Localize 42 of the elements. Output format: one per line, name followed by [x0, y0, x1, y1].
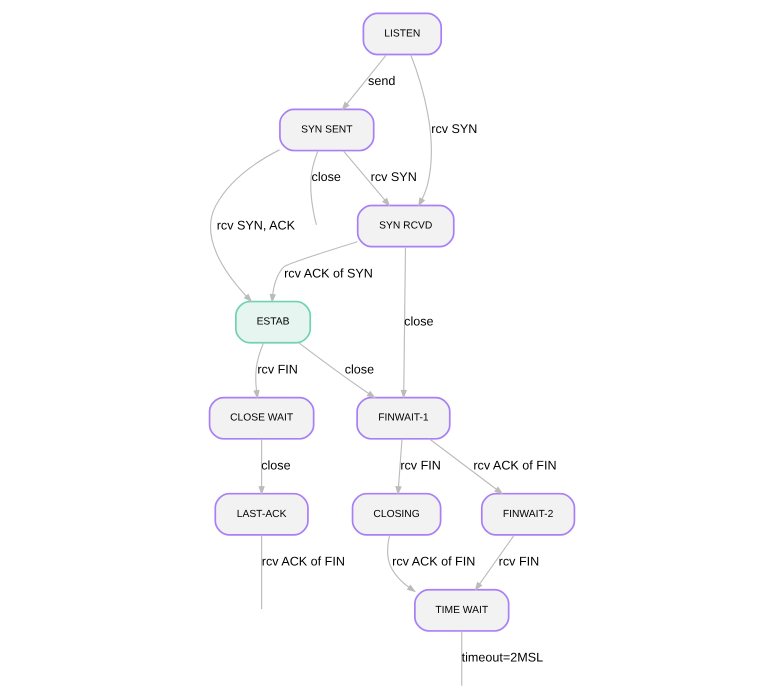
edge-label: rcv SYN, ACK — [216, 218, 296, 232]
arrow — [253, 342, 264, 400]
arrow — [341, 54, 387, 111]
edge-label: rcv SYN — [370, 170, 417, 184]
edge-label: rcv ACK of FIN — [392, 554, 476, 569]
connector — [310, 150, 318, 225]
edge-label: close — [404, 314, 434, 328]
node-box: TIME WAIT — [414, 588, 510, 632]
node-box: FINWAIT-2 — [480, 492, 576, 536]
edge-label: rcv FIN — [498, 554, 540, 569]
arrow — [387, 534, 416, 592]
edge-label: rcv ACK of FIN — [262, 554, 345, 569]
node-box: LISTEN — [362, 12, 442, 56]
arrow — [429, 438, 504, 495]
node-box: SYN SENT — [279, 108, 375, 152]
edge-label: rcv SYN — [431, 122, 478, 136]
node-box: ESTAB — [235, 300, 312, 344]
connector — [261, 535, 262, 610]
node-box: CLOSE WAIT — [208, 396, 315, 440]
edge-label: rcv FIN — [400, 458, 441, 472]
arrow — [410, 54, 432, 207]
arrow — [258, 439, 265, 496]
edge-label: rcv ACK of FIN — [473, 458, 557, 472]
arrow — [474, 534, 514, 592]
node-box: CLOSING — [352, 492, 442, 536]
connector — [461, 631, 462, 686]
node-box: FINWAIT-1 — [356, 396, 451, 440]
edge-label: send — [368, 74, 396, 88]
edge-label: close — [344, 362, 374, 376]
node-box: SYN RCVD — [356, 204, 455, 248]
arrow — [400, 246, 407, 400]
edge-label: rcv ACK of SYN — [284, 266, 373, 280]
arrow — [210, 149, 280, 302]
node-box: LAST-ACK — [214, 492, 309, 536]
arrow — [395, 439, 403, 496]
edge-label: close — [261, 458, 291, 472]
arrow — [298, 342, 376, 399]
arrow — [270, 241, 358, 304]
arrow — [343, 150, 390, 207]
edge-label: rcv FIN — [257, 362, 298, 376]
edge-label: close — [312, 170, 341, 184]
edge-label: timeout=2MSL — [462, 650, 544, 665]
